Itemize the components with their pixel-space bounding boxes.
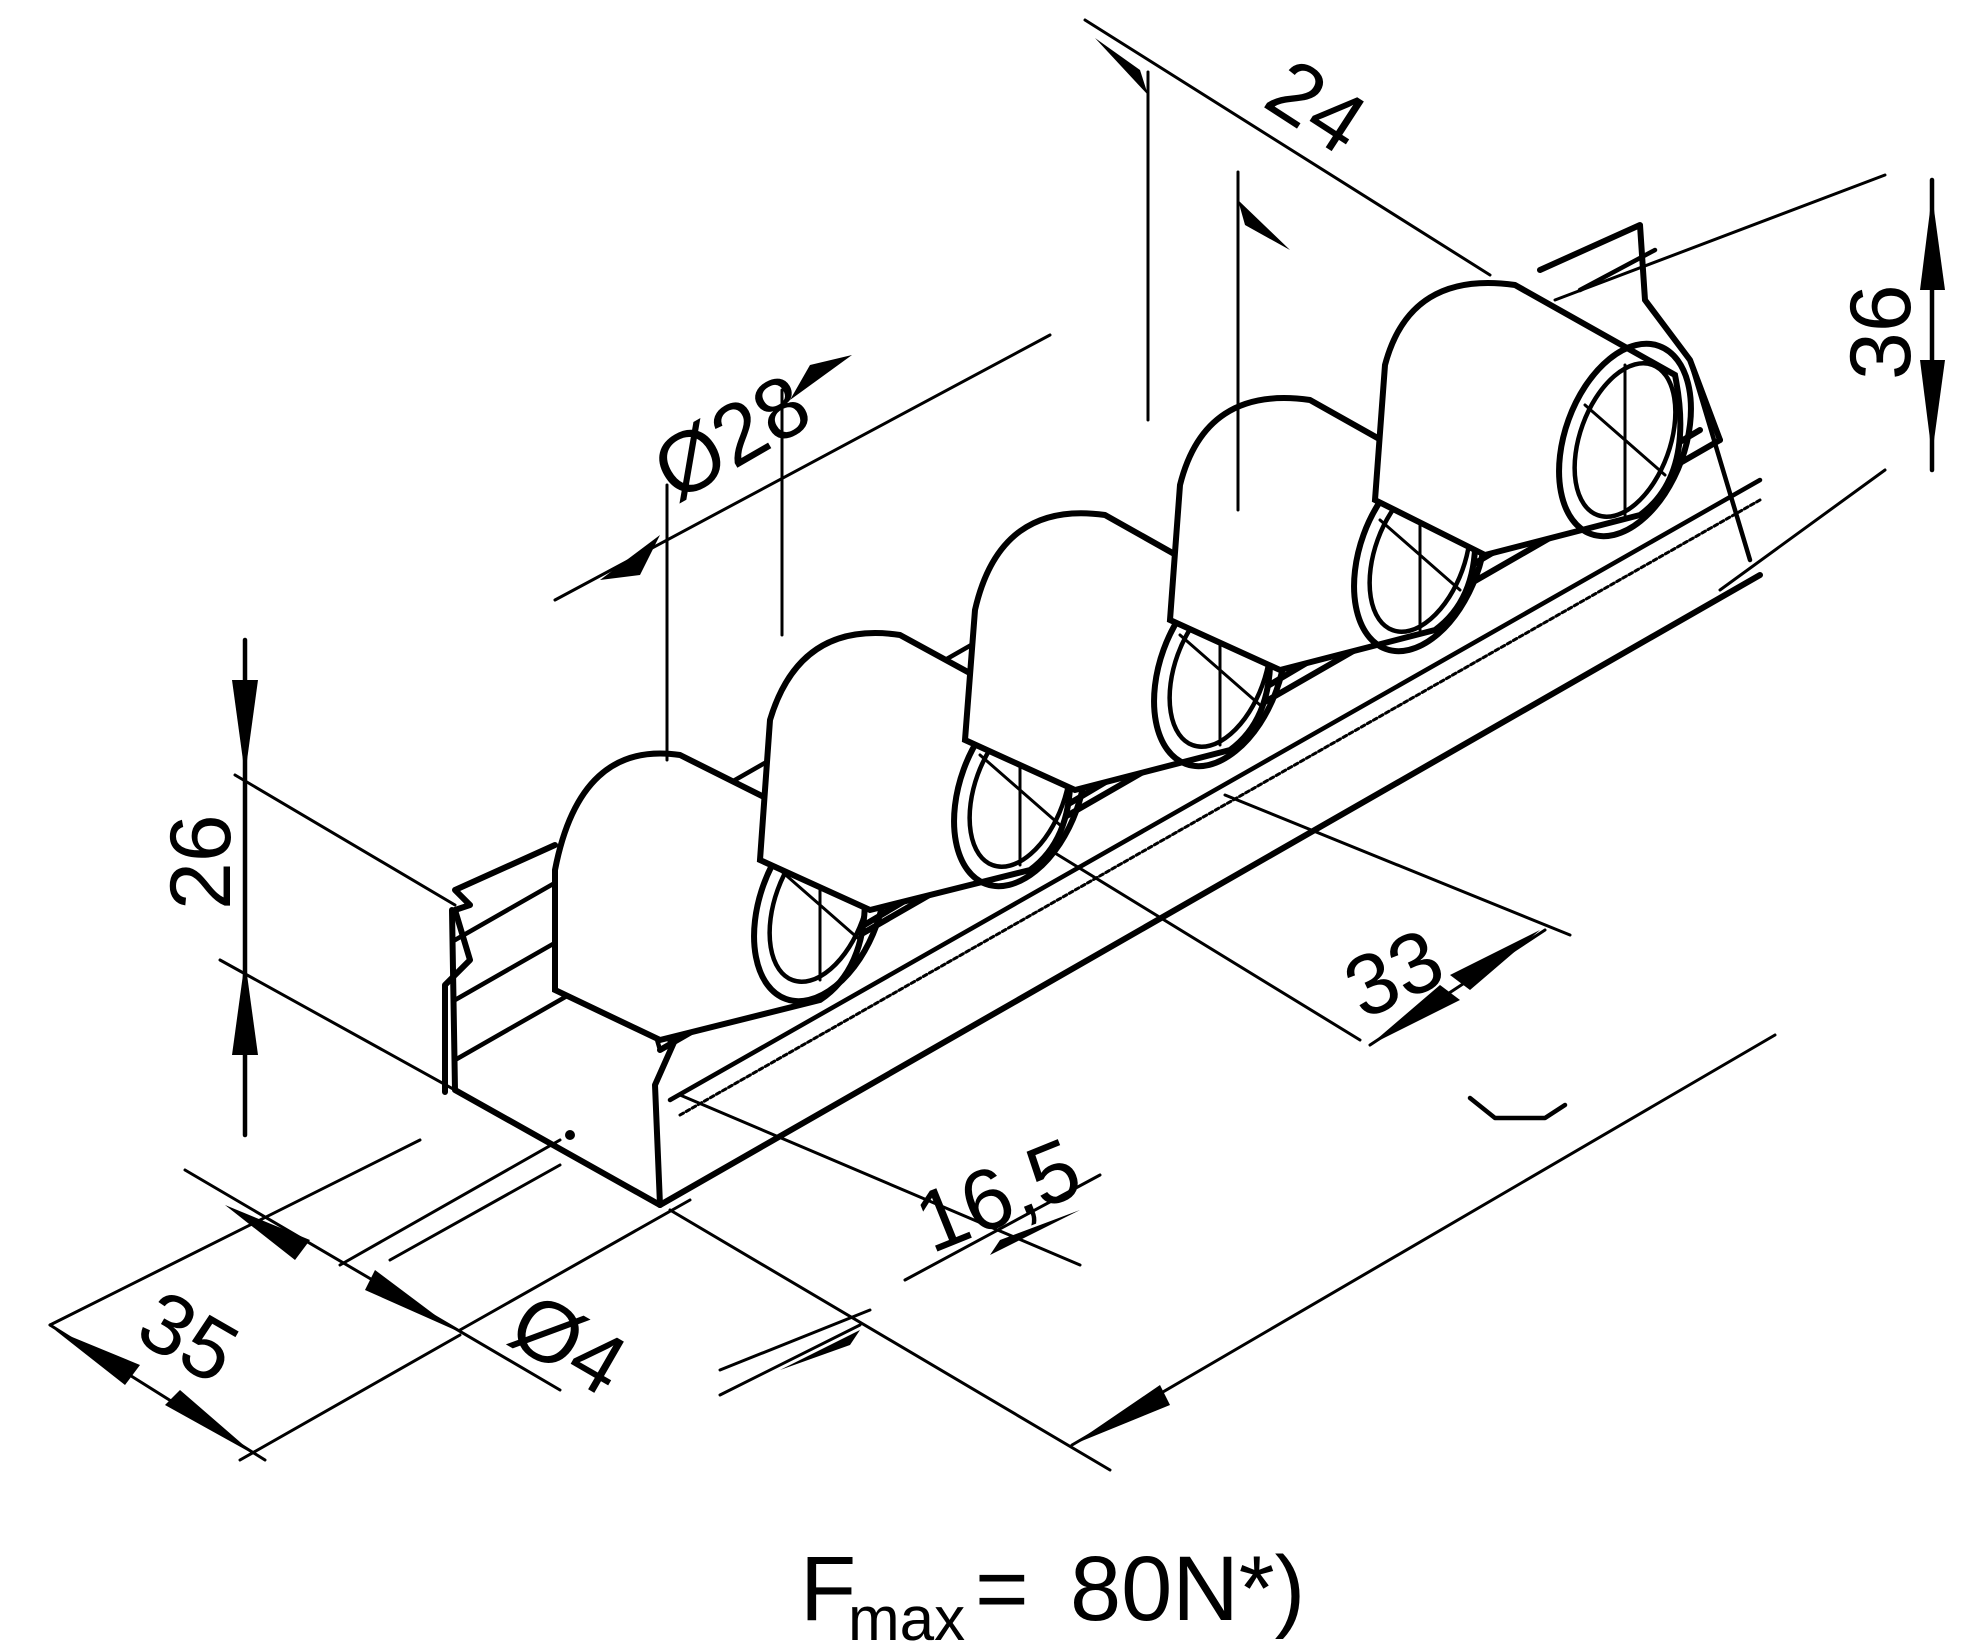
dim-label-36: 36 [1833, 284, 1929, 380]
dim-length: L [668, 1033, 1777, 1472]
formula-value: 80N*) [1070, 1538, 1305, 1640]
roller-5 [1371, 279, 1694, 559]
dim-label-24: 24 [1250, 40, 1383, 173]
rollers [552, 279, 1694, 1044]
dim-profile-width: 35 [48, 1138, 562, 1462]
max-force-formula: F max = 80N*) [800, 1538, 1305, 1652]
formula-equals: = [975, 1538, 1029, 1640]
dim-height-overall: 36 [1553, 173, 1945, 592]
dim-label-diameter-4: Ø4 [495, 1274, 642, 1415]
dim-label-26: 26 [153, 814, 249, 910]
dim-label-L-glyph [1467, 1095, 1568, 1121]
dim-height-profile: 26 [153, 637, 457, 1138]
formula-symbol: F [800, 1538, 856, 1640]
dim-label-33: 33 [1330, 910, 1457, 1037]
formula-subscript: max [848, 1585, 965, 1652]
dim-offset: 16,5 [678, 1093, 1102, 1372]
